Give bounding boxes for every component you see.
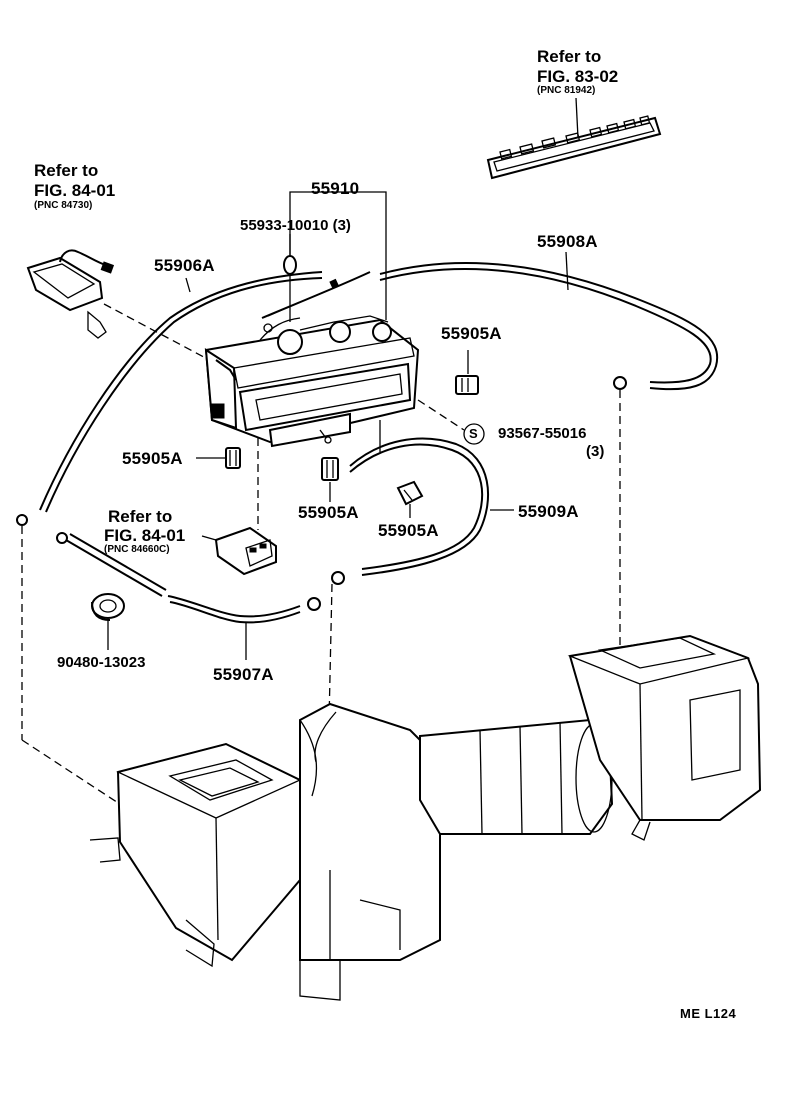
label-55933: 55933-10010 (3) xyxy=(240,217,351,234)
label-55909A: 55909A xyxy=(518,502,579,521)
diagram-code: ME L124 xyxy=(680,1006,737,1021)
label-55907A: 55907A xyxy=(213,665,274,684)
control-cable-top xyxy=(261,271,371,319)
label-93567-qty: (3) xyxy=(586,443,605,460)
clip-55905A-left xyxy=(196,447,241,469)
ref-fig83-line1: Refer to xyxy=(537,47,602,66)
clip-55905A-upper xyxy=(455,350,479,395)
ref-fig84-pnc: (PNC 84730) xyxy=(34,200,93,211)
label-55905A-left: 55905A xyxy=(122,449,183,468)
label-55908A: 55908A xyxy=(537,232,598,251)
ref-fig83-pnc: (PNC 81942) xyxy=(537,85,596,96)
clip-55905A-lower xyxy=(396,480,424,518)
label-55905A-lower: 55905A xyxy=(378,521,439,540)
ref-fig84-line2: FIG. 84-01 xyxy=(34,181,116,200)
ref-fig84b-pnc: (PNC 84660C) xyxy=(104,544,170,555)
cable-55908A xyxy=(379,251,719,391)
cable-55907A xyxy=(56,532,321,660)
ref-fig84-line1: Refer to xyxy=(34,161,99,180)
heater-control-assembly xyxy=(204,315,420,448)
clip-55933 xyxy=(283,255,297,275)
cable-55909A xyxy=(331,437,514,585)
cable-55906A xyxy=(16,271,323,526)
connector-84660C xyxy=(201,438,277,576)
ref-fig83-line2: FIG. 83-02 xyxy=(537,67,619,86)
clip-55905A-middle xyxy=(321,457,339,502)
grommet-90480 xyxy=(91,593,125,650)
ref-fig84b-line2: FIG. 84-01 xyxy=(104,526,186,545)
label-90480: 90480-13023 xyxy=(57,654,146,671)
label-55906A: 55906A xyxy=(154,256,215,275)
label-55910: 55910 xyxy=(311,179,360,198)
switch-panel xyxy=(486,97,662,180)
ref-fig84b-line1: Refer to xyxy=(108,507,173,526)
heater-duct-assembly xyxy=(89,634,762,1001)
label-55905A-upper: 55905A xyxy=(441,324,502,343)
screw-93567 xyxy=(417,399,485,445)
label-93567: 93567-55016 xyxy=(498,425,587,442)
label-55905A-middle: 55905A xyxy=(298,503,359,522)
screw-symbol: S xyxy=(469,426,478,441)
